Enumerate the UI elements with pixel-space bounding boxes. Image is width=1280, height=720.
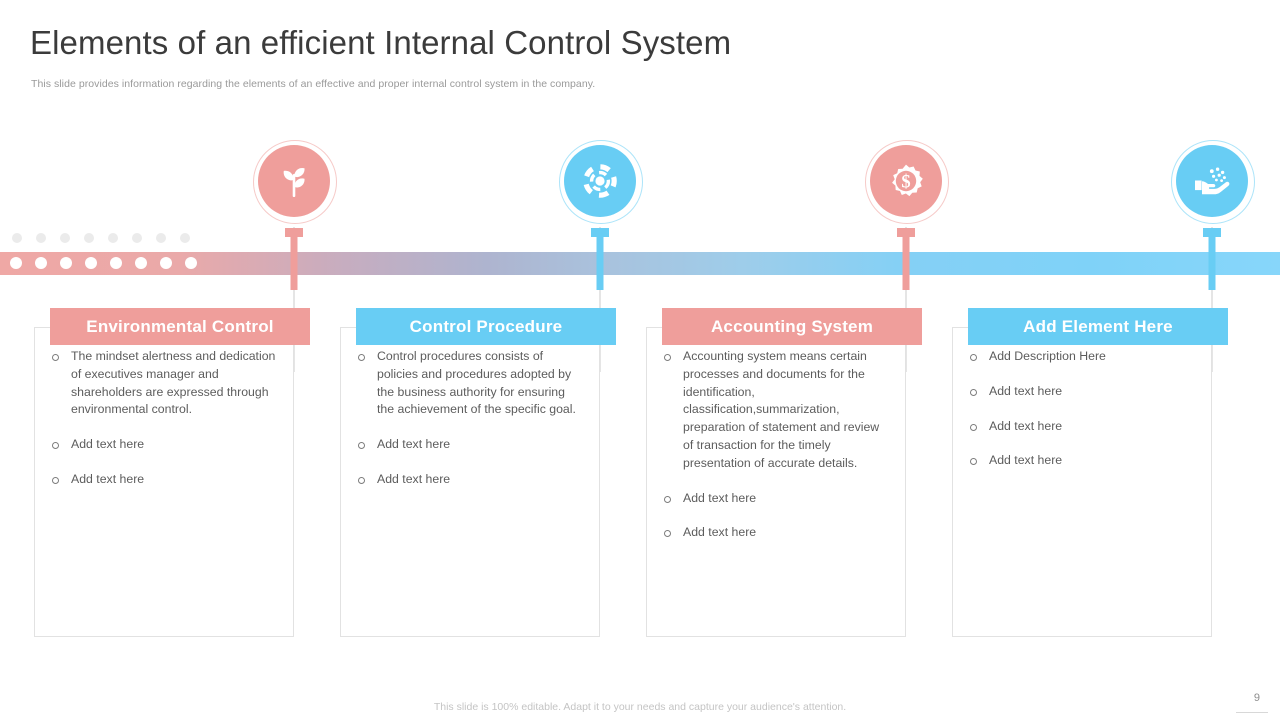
node-connector-line	[293, 227, 295, 372]
gear-dollar-icon: $	[885, 160, 927, 202]
timeline-ghost-dots	[12, 233, 190, 243]
timeline-ghost-dot	[12, 233, 22, 243]
card-bullet-list: The mindset alertness and dedication of …	[51, 348, 279, 489]
timeline-gradient-bar	[0, 252, 1280, 275]
card-bullet-item: Add text here	[357, 436, 585, 454]
card-bullet-item: Add text here	[969, 383, 1197, 401]
node-connector-line	[1211, 227, 1213, 372]
node-connector-stem	[902, 235, 910, 290]
timeline-node-4[interactable]	[1171, 140, 1255, 372]
timeline-dot	[85, 257, 97, 269]
element-card-2: Control procedures consists of policies …	[340, 327, 600, 637]
timeline-ghost-dot	[156, 233, 166, 243]
element-card-1: The mindset alertness and dedication of …	[34, 327, 294, 637]
node-connector-cap	[897, 228, 915, 237]
timeline-ghost-dot	[180, 233, 190, 243]
card-bullet-item: Add text here	[663, 490, 891, 508]
card-bullet-item: Add text here	[969, 452, 1197, 470]
card-bullet-item: Add text here	[51, 471, 279, 489]
card-header-1[interactable]: Environmental Control	[50, 308, 310, 345]
timeline-dot	[135, 257, 147, 269]
node-icon-badge[interactable]: $	[865, 140, 949, 224]
timeline-dot	[110, 257, 122, 269]
timeline-dot	[35, 257, 47, 269]
timeline-node-2[interactable]	[559, 140, 643, 372]
timeline-dot	[10, 257, 22, 269]
timeline-ghost-dot	[108, 233, 118, 243]
timeline-node-3[interactable]: $	[865, 140, 949, 372]
node-connector-cap	[1203, 228, 1221, 237]
footer-note: This slide is 100% editable. Adapt it to…	[433, 701, 847, 713]
card-bullet-item: Add text here	[357, 471, 585, 489]
card-bullet-item: Accounting system means certain processe…	[663, 348, 891, 473]
card-bullet-item: Control procedures consists of policies …	[357, 348, 585, 419]
node-connector-cap	[285, 228, 303, 237]
node-connector-cap	[591, 228, 609, 237]
hand-with-particles-icon	[1191, 160, 1233, 202]
card-header-3[interactable]: Accounting System	[662, 308, 922, 345]
timeline-node-1[interactable]	[253, 140, 337, 372]
page-subtitle: This slide provides information regardin…	[31, 78, 596, 90]
gear-cog-icon	[579, 160, 621, 202]
plant-sprout-icon	[274, 161, 314, 201]
timeline-dot	[160, 257, 172, 269]
card-bullet-item: Add text here	[969, 418, 1197, 436]
node-connector-stem	[1208, 235, 1216, 290]
timeline-dot	[185, 257, 197, 269]
timeline-ghost-dot	[36, 233, 46, 243]
card-header-4[interactable]: Add Element Here	[968, 308, 1228, 345]
timeline-dot	[60, 257, 72, 269]
node-connector-stem	[290, 235, 298, 290]
element-card-3: Accounting system means certain processe…	[646, 327, 906, 637]
node-connector-line	[599, 227, 601, 372]
node-icon-badge[interactable]	[559, 140, 643, 224]
node-connector-stem	[596, 235, 604, 290]
card-bullet-item: Add text here	[51, 436, 279, 454]
node-icon-badge[interactable]	[1171, 140, 1255, 224]
card-bullet-list: Control procedures consists of policies …	[357, 348, 585, 489]
timeline-ghost-dot	[84, 233, 94, 243]
card-header-2[interactable]: Control Procedure	[356, 308, 616, 345]
card-bullet-item: The mindset alertness and dedication of …	[51, 348, 279, 419]
card-bullet-item: Add Description Here	[969, 348, 1197, 366]
timeline-ghost-dot	[60, 233, 70, 243]
card-bullet-list: Accounting system means certain processe…	[663, 348, 891, 542]
page-number-rule	[1236, 712, 1268, 713]
timeline-ghost-dot	[132, 233, 142, 243]
timeline-dots	[10, 257, 197, 269]
card-body: Control procedures consists of policies …	[341, 328, 599, 503]
card-bullet-item: Add text here	[663, 524, 891, 542]
node-icon-badge[interactable]	[253, 140, 337, 224]
card-body: Accounting system means certain processe…	[647, 328, 905, 556]
card-body: The mindset alertness and dedication of …	[35, 328, 293, 503]
node-connector-line	[905, 227, 907, 372]
svg-text:$: $	[901, 173, 910, 193]
page-number: 9	[1253, 692, 1260, 704]
page-title: Elements of an efficient Internal Contro…	[30, 24, 732, 61]
